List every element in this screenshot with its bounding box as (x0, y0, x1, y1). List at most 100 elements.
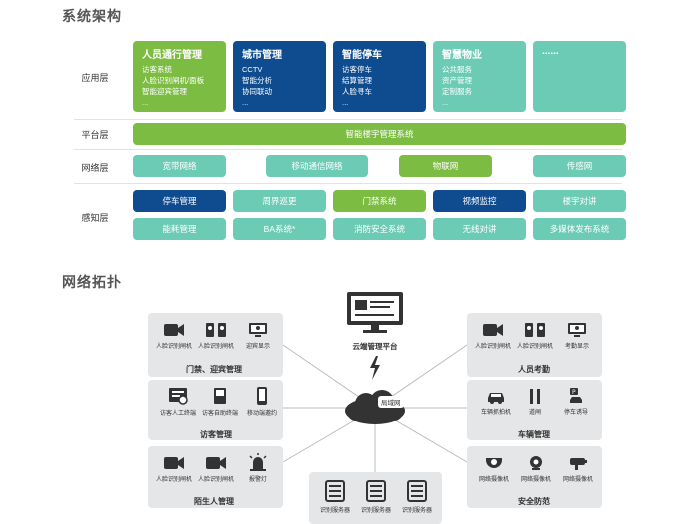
device-label: 道闸 (528, 410, 541, 416)
lan-label: 局域网 (378, 396, 404, 408)
perception-radio: 无线对讲 (433, 218, 526, 240)
perception-media: 多媒体发布系统 (533, 218, 626, 240)
server-icon (325, 480, 345, 502)
device-parking-guide: P 停车诱导 (554, 388, 598, 416)
device-label: 人脸识别闸机 (155, 477, 192, 483)
device-attendance-display: 考勤显示 (555, 322, 599, 350)
device-recognition-server: 识别服务器 (354, 480, 398, 514)
app-title: 智慧物业 (442, 50, 482, 61)
device-label: 访客人工终端 (159, 411, 196, 417)
perception-fire: 消防安全系统 (333, 218, 426, 240)
architecture-title: 系统架构 (62, 8, 122, 24)
app-box-city: 城市管理 CCTV 智能分析 协同联动 ... (233, 41, 326, 112)
perception-ba: BA系统* (233, 218, 326, 240)
cloud-icon (345, 390, 405, 424)
perception-energy: 能耗管理 (133, 218, 226, 240)
app-title: 智能停车 (342, 50, 382, 61)
device-recognition-server: 识别服务器 (313, 480, 357, 514)
cloud-platform: 云端管理平台 (343, 290, 407, 352)
device-label: 网络摄像机 (562, 477, 593, 483)
device-label: 停车诱导 (563, 410, 588, 416)
device-vehicle-capture: 车辆抓拍机 (474, 388, 518, 416)
device-label: 识别服务器 (401, 508, 432, 514)
app-box-property: 智慧物业 公共服务 资产管理 定制服务 ... (433, 41, 526, 112)
app-line: ... (442, 98, 449, 107)
device-label: 网络摄像机 (478, 477, 509, 483)
device-network-camera: 网络摄像机 (514, 455, 558, 483)
group-title: 门禁、迎宾管理 (186, 365, 242, 374)
perception-access: 门禁系统 (333, 190, 426, 212)
device-label: 人脸识别闸机 (516, 344, 553, 350)
layer-label-perception: 感知层 (81, 213, 109, 223)
group-title: 人员考勤 (518, 365, 550, 374)
group-title: 安全防范 (518, 497, 550, 506)
network-item-broadband: 宽带网络 (133, 155, 226, 177)
divider (74, 149, 622, 150)
server-icon (366, 480, 386, 502)
group-title: 车辆管理 (518, 430, 550, 439)
network-item-sensor: 传感网 (533, 155, 626, 177)
device-face-gate: 人脸识别闸机 (471, 322, 515, 350)
device-label: 移动端邀约 (246, 411, 277, 417)
app-line: 结算管理 (342, 76, 372, 85)
app-line: 访客停车 (342, 65, 372, 74)
device-barrier-gate: 道闸 (513, 388, 557, 416)
camera-icon (164, 457, 184, 469)
device-label: 人脸识别闸机 (197, 344, 234, 350)
parking-guide-icon: P (570, 388, 582, 403)
display-icon (249, 323, 267, 337)
network-item-iot: 物联网 (399, 155, 492, 177)
app-line: 人脸识别闸机/面板 (142, 76, 205, 85)
device-face-gate: 人脸识别闸机 (194, 455, 238, 483)
app-line: 资产管理 (442, 76, 472, 85)
app-line: ... (242, 98, 249, 107)
group-title: 访客管理 (200, 430, 232, 439)
perception-patrol: 周界巡更 (233, 190, 326, 212)
device-recognition-server: 识别服务器 (395, 480, 439, 514)
divider (74, 119, 622, 120)
device-face-gate: 人脸识别闸机 (194, 322, 238, 350)
device-label: 迎宾显示 (245, 344, 270, 350)
group-vehicle (467, 380, 602, 440)
layer-label-network: 网络层 (81, 163, 109, 173)
monitor-icon (347, 292, 403, 333)
perception-video: 视频监控 (433, 190, 526, 212)
app-box-parking: 智能停车 访客停车 结算管理 人脸寻车 ... (333, 41, 426, 112)
device-label: 人脸识别闸机 (197, 477, 234, 483)
face-gate-icon (206, 323, 226, 337)
lan-cloud: 局域网 (340, 386, 410, 430)
app-line: ... (342, 98, 349, 107)
device-label: 识别服务器 (319, 508, 350, 514)
alarm-light-icon (249, 453, 267, 471)
cloud-platform-label: 云端管理平台 (352, 342, 398, 351)
app-box-more: ...... (533, 41, 626, 112)
barrier-icon (530, 389, 540, 404)
device-label: 网络摄像机 (520, 477, 551, 483)
app-box-personnel: 人员通行管理 访客系统 人脸识别闸机/面板 智能迎宾管理 ... (133, 41, 226, 112)
kiosk-icon (214, 388, 226, 404)
camera-icon (206, 457, 226, 469)
device-label: 车辆抓拍机 (480, 410, 511, 416)
app-line: 定制服务 (442, 87, 472, 96)
device-face-gate: 人脸识别闸机 (513, 322, 557, 350)
perception-parking: 停车管理 (133, 190, 226, 212)
ball-camera-icon (530, 456, 542, 470)
device-visitor-terminal: 访客人工终端 (156, 387, 200, 417)
device-label: 考勤显示 (564, 344, 589, 350)
platform-bar: 智能楼宇管理系统 (133, 123, 626, 145)
device-welcome-display: 迎宾显示 (236, 322, 280, 350)
app-line: 人脸寻车 (342, 87, 372, 96)
car-camera-icon (488, 393, 504, 404)
device-alarm-light: 报警灯 (236, 453, 280, 483)
app-line: CCTV (242, 65, 263, 74)
terminal-icon (169, 388, 188, 405)
device-face-gate: 人脸识别闸机 (152, 455, 196, 483)
device-network-camera: 网络摄像机 (556, 455, 600, 483)
device-label: 访客自助终端 (201, 411, 238, 417)
device-label: 识别服务器 (360, 508, 391, 514)
device-network-camera: 网络摄像机 (472, 455, 516, 483)
app-title: 人员通行管理 (142, 50, 202, 61)
app-line: ... (142, 98, 149, 107)
face-gate-icon (525, 323, 545, 337)
group-title: 陌生人管理 (194, 497, 234, 506)
